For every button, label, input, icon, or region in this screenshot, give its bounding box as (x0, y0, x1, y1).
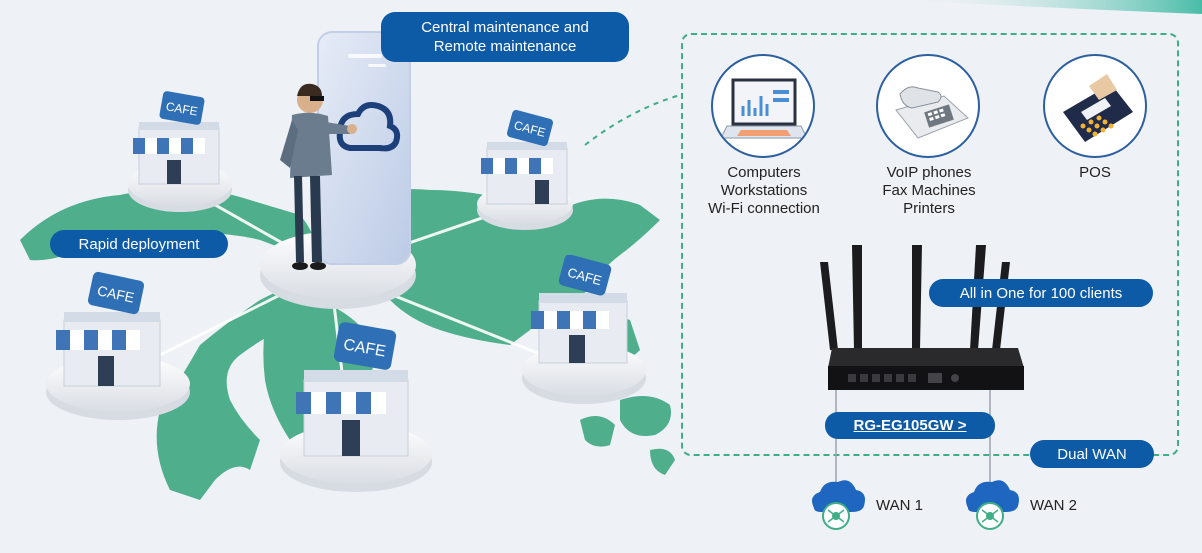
network-components-box (681, 33, 1179, 456)
wan2-cloud-icon (966, 480, 1019, 530)
cafe-store-5: CAFE (296, 322, 409, 457)
device-line: Computers (727, 164, 801, 181)
router-body (828, 348, 1024, 390)
corner-accent (900, 0, 1202, 14)
cafe-store-1: CAFE (133, 91, 220, 185)
cafe-store-3: CAFE (56, 271, 161, 387)
wan2-label: WAN 2 (1030, 497, 1077, 514)
device-line: Printers (903, 200, 955, 217)
wan1-label: WAN 1 (876, 497, 923, 514)
device-line: VoIP phones (886, 164, 972, 181)
wan1-cloud-icon (812, 480, 865, 530)
cafe-store-4: CAFE (531, 255, 628, 364)
device-line: Fax Machines (882, 182, 976, 199)
all-in-one-label: All in One for 100 clients (929, 279, 1153, 307)
device-label-pos: POS (1050, 164, 1140, 182)
cafe-sign-text: CAFE (165, 99, 199, 118)
device-line: Workstations (720, 182, 808, 199)
computer-icon (711, 54, 815, 158)
device-line: Wi-Fi connection (708, 200, 820, 217)
product-link-button[interactable]: RG-EG105GW > (825, 412, 995, 439)
voip-phone-icon (876, 54, 980, 158)
pos-terminal-icon (1043, 54, 1147, 158)
rapid-deployment-label: Rapid deployment (50, 230, 228, 258)
central-line-2: Remote maintenance (433, 38, 577, 55)
dual-wan-label: Dual WAN (1030, 440, 1154, 468)
smartphone (317, 31, 411, 265)
device-label-computers: Computers Workstations Wi-Fi connection (690, 164, 838, 218)
device-label-voip: VoIP phones Fax Machines Printers (858, 164, 1000, 218)
cafe-sign-text: CAFE (96, 282, 136, 305)
central-maintenance-label: Central maintenance and Remote maintenan… (381, 12, 629, 62)
cafe-store-2: CAFE (481, 109, 568, 205)
central-line-1: Central maintenance and (421, 19, 589, 36)
device-line: POS (1079, 164, 1111, 181)
person-figure (280, 83, 357, 270)
